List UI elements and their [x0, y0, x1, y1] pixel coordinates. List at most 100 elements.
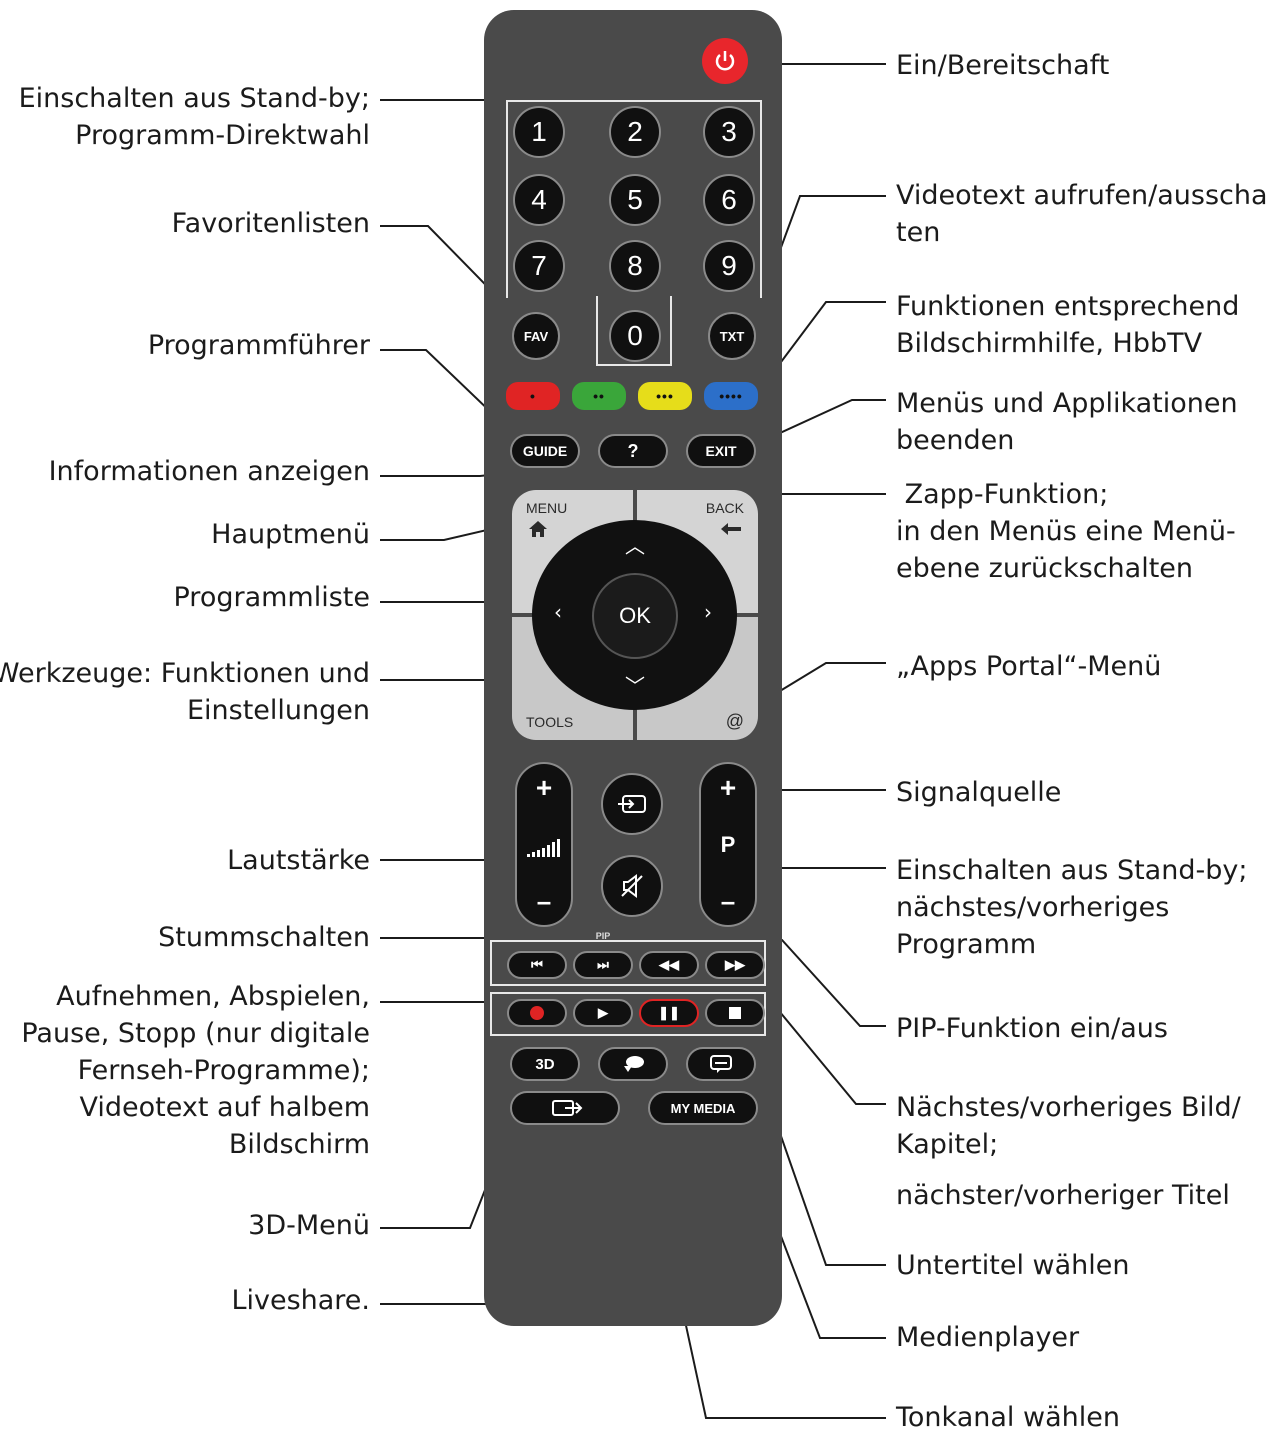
- liveshare-icon: [552, 1100, 583, 1116]
- vol-minus[interactable]: –: [536, 886, 552, 916]
- line-color: [759, 301, 886, 391]
- my-media-button[interactable]: MY MEDIA: [648, 1091, 758, 1125]
- prog-minus[interactable]: –: [720, 886, 736, 916]
- label-apps: „Apps Portal“-Menü: [896, 651, 1162, 682]
- fav-button[interactable]: FAV: [512, 312, 560, 360]
- digit-9-button[interactable]: 9: [703, 240, 755, 292]
- label-skip: Nächstes/vorheriges Bild/Kapitel;: [896, 1092, 1241, 1160]
- apps-label: @: [725, 711, 744, 731]
- record-icon: [530, 1006, 544, 1020]
- pip-label: PIP: [595, 931, 611, 941]
- next-button[interactable]: ⏭: [573, 951, 633, 979]
- ok-button[interactable]: OK: [592, 573, 678, 659]
- volume-rocker[interactable]: + –: [515, 762, 573, 927]
- label-guide: Programmführer: [147, 330, 370, 361]
- power-icon: [715, 51, 735, 71]
- label-audio: Tonkanal wählen: [896, 1402, 1120, 1433]
- label-ok: Programmliste: [173, 582, 371, 613]
- prog-plus[interactable]: +: [719, 772, 737, 803]
- label-program: Einschalten aus Stand-by;nächstes/vorher…: [896, 855, 1248, 960]
- digit-7-button[interactable]: 7: [513, 240, 565, 292]
- digit-8-button[interactable]: 8: [609, 240, 661, 292]
- source-icon: [618, 795, 646, 813]
- label-fav: Favoritenlisten: [171, 208, 370, 239]
- label-liveshare: Liveshare.: [231, 1285, 370, 1316]
- label-mute: Stummschalten: [158, 922, 370, 953]
- next-icon: ⏭: [597, 957, 609, 972]
- power-button[interactable]: [702, 38, 748, 84]
- zero-frame: [596, 296, 672, 366]
- navigation-pad: MENU BACK TOOLS @ ︿ ﹀ ‹ › OK: [512, 490, 758, 740]
- pause-button[interactable]: ❚❚: [639, 999, 699, 1027]
- rewind-button[interactable]: ◀◀: [639, 951, 699, 979]
- label-info: Informationen anzeigen: [48, 456, 370, 487]
- label-menu: Hauptmenü: [211, 519, 370, 550]
- subtitle-button[interactable]: [686, 1047, 756, 1081]
- subtitle-icon: [710, 1055, 732, 1073]
- red-button[interactable]: •: [506, 382, 560, 410]
- tools-label: TOOLS: [526, 714, 574, 730]
- mute-button[interactable]: [601, 855, 663, 917]
- label-volume: Lautstärke: [227, 845, 370, 876]
- right-arrow-icon[interactable]: ›: [704, 600, 712, 624]
- label-subtitle: Untertitel wählen: [896, 1250, 1130, 1281]
- stop-button[interactable]: [705, 999, 765, 1027]
- label-skip-extra: nächster/vorheriger Titel: [896, 1180, 1230, 1211]
- mute-icon: [621, 874, 643, 898]
- vol-plus[interactable]: +: [535, 772, 553, 803]
- menu-label: MENU: [526, 500, 568, 516]
- digits-frame: [506, 100, 762, 298]
- back-label: BACK: [705, 500, 744, 516]
- label-3d: 3D-Menü: [248, 1210, 370, 1241]
- guide-button[interactable]: GUIDE: [510, 434, 580, 468]
- volume-bars-icon: [527, 839, 560, 857]
- stop-icon: [729, 1007, 741, 1019]
- program-rocker[interactable]: + P –: [699, 762, 757, 927]
- record-button[interactable]: [507, 999, 567, 1027]
- label-teletext: Videotext aufrufen/ausschal-ten: [896, 180, 1268, 248]
- previous-button[interactable]: ⏮: [507, 951, 567, 979]
- digit-3-button[interactable]: 3: [703, 106, 755, 158]
- prev-icon: ⏮: [531, 957, 543, 972]
- prog-letter: P: [720, 832, 736, 857]
- yellow-button[interactable]: •••: [638, 382, 692, 410]
- label-back: Zapp-Funktion;in den Menüs eine Menü-ebe…: [896, 479, 1236, 584]
- 3d-button[interactable]: 3D: [510, 1047, 580, 1081]
- label-media: Medienplayer: [896, 1322, 1080, 1353]
- line-skip: [769, 999, 886, 1105]
- left-arrow-icon[interactable]: ‹: [554, 600, 562, 624]
- exit-button[interactable]: EXIT: [686, 434, 756, 468]
- skip-frame: [490, 940, 766, 986]
- label-playback: Aufnehmen, Abspielen,Pause, Stopp (nur d…: [21, 981, 370, 1160]
- digit-6-button[interactable]: 6: [703, 174, 755, 226]
- digit-4-button[interactable]: 4: [513, 174, 565, 226]
- blue-button[interactable]: ••••: [704, 382, 758, 410]
- down-arrow-icon[interactable]: ﹀: [625, 674, 645, 698]
- home-icon: [529, 521, 547, 537]
- line-subtitle: [759, 1075, 886, 1266]
- info-button[interactable]: ?: [598, 434, 668, 468]
- source-button[interactable]: [601, 773, 663, 835]
- digit-0-button[interactable]: 0: [609, 310, 661, 362]
- label-digits: Einschalten aus Stand-by;Programm-Direkt…: [18, 83, 370, 151]
- up-arrow-icon[interactable]: ︿: [625, 534, 645, 558]
- digit-2-button[interactable]: 2: [609, 106, 661, 158]
- green-button[interactable]: ••: [572, 382, 626, 410]
- txt-button[interactable]: TXT: [708, 312, 756, 360]
- liveshare-button[interactable]: [510, 1091, 620, 1125]
- digit-5-button[interactable]: 5: [609, 174, 661, 226]
- play-button[interactable]: ▶: [573, 999, 633, 1027]
- rewind-icon: ◀◀: [659, 957, 679, 972]
- audio-language-icon: [624, 1056, 644, 1072]
- digit-1-button[interactable]: 1: [513, 106, 565, 158]
- label-pip: PIP-Funktion ein/aus: [896, 1013, 1168, 1044]
- forward-button[interactable]: ▶▶: [705, 951, 765, 979]
- pause-icon: ❚❚: [658, 1005, 680, 1020]
- label-power: Ein/Bereitschaft: [896, 50, 1110, 81]
- back-arrow-icon: [721, 523, 741, 535]
- play-icon: ▶: [598, 1005, 608, 1020]
- audio-language-button[interactable]: [598, 1047, 668, 1081]
